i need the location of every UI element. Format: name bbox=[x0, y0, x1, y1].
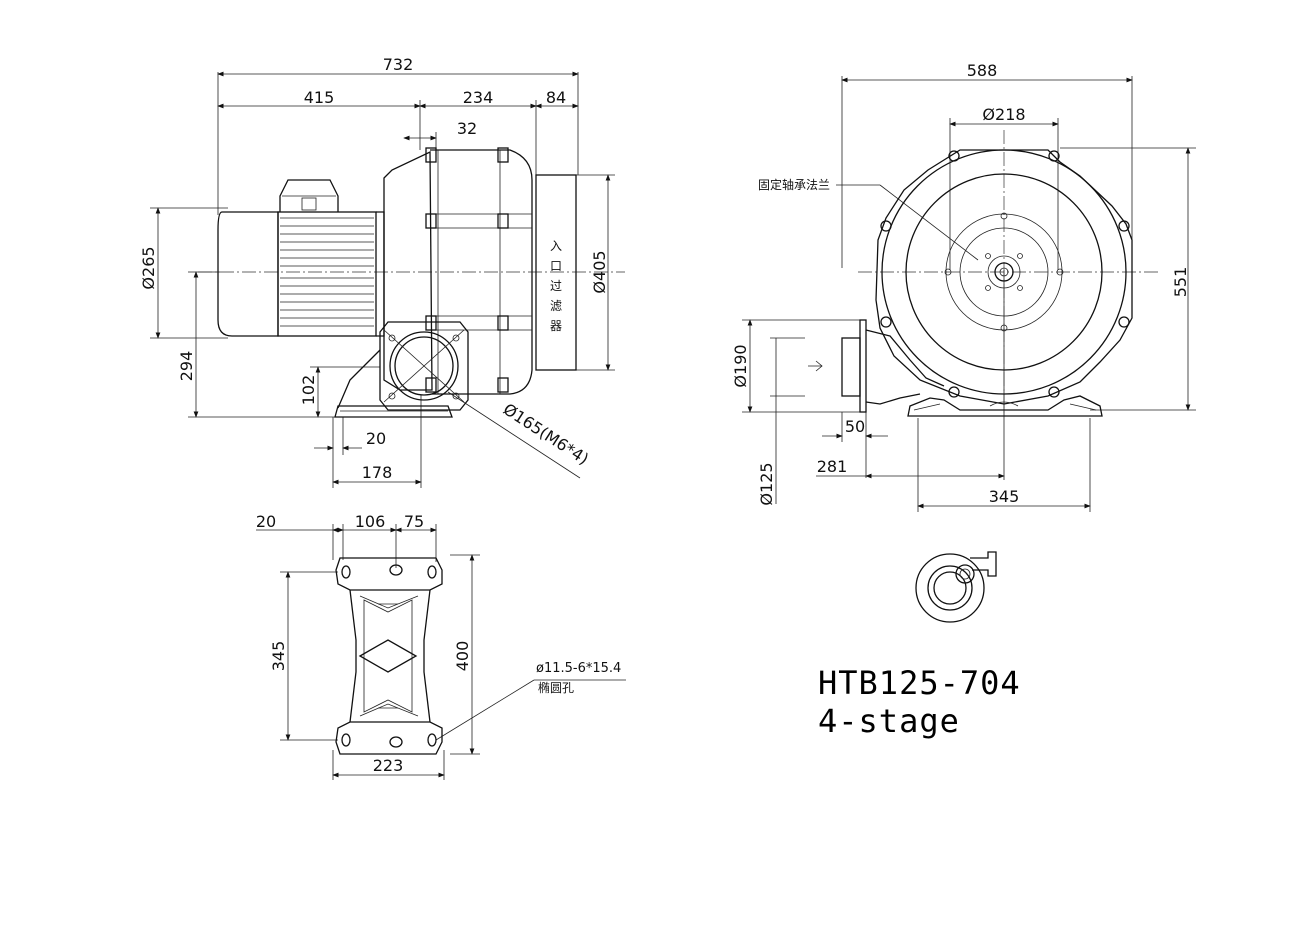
dim-223: 223 bbox=[373, 756, 404, 775]
model-name: HTB125-704 bbox=[818, 664, 1021, 702]
front-outlet bbox=[808, 319, 945, 413]
dim-234: 234 bbox=[463, 88, 494, 107]
filter-label-1: 入 bbox=[550, 239, 562, 253]
side-foot bbox=[334, 349, 453, 418]
dim-281: 281 bbox=[817, 457, 848, 476]
filter-label-3: 过 bbox=[550, 279, 562, 293]
filter-label-5: 器 bbox=[550, 319, 562, 333]
dim-84: 84 bbox=[546, 88, 566, 107]
dim-20-side: 20 bbox=[366, 429, 386, 448]
dim-20-base: 20 bbox=[256, 512, 276, 531]
model-stage: 4-stage bbox=[818, 702, 960, 740]
dim-190: Ø190 bbox=[731, 344, 750, 387]
motor-fins bbox=[280, 217, 374, 327]
bearing-flange-note: 固定轴承法兰 bbox=[758, 177, 830, 192]
front-casing bbox=[875, 149, 1133, 405]
inlet-filter: 入 口 过 滤 器 bbox=[535, 174, 577, 371]
small-blower-icon bbox=[915, 551, 997, 623]
front-base bbox=[907, 395, 1103, 417]
base-view-dimensions: 20 106 75 345 400 223 ø11.5-6*15.4 椭圆孔 bbox=[256, 512, 626, 780]
dim-32: 32 bbox=[457, 119, 477, 138]
dim-218: Ø218 bbox=[982, 105, 1025, 124]
dim-400: 400 bbox=[453, 641, 472, 672]
dim-294: 294 bbox=[177, 351, 196, 382]
dim-345-base: 345 bbox=[269, 641, 288, 672]
outlet-flange bbox=[379, 321, 469, 411]
dim-75: 75 bbox=[404, 512, 424, 531]
blower-housing bbox=[383, 147, 533, 395]
dim-50: 50 bbox=[845, 417, 865, 436]
side-view-dimensions: 732 415 234 84 32 Ø265 294 bbox=[139, 55, 615, 488]
dim-178: 178 bbox=[362, 463, 393, 482]
motor bbox=[217, 179, 385, 337]
dim-106: 106 bbox=[355, 512, 386, 531]
inlet-mesh bbox=[905, 173, 1103, 371]
side-view: 732 415 234 84 32 Ø265 294 bbox=[139, 55, 625, 488]
dim-125: Ø125 bbox=[757, 462, 776, 505]
hole-type-note: 椭圆孔 bbox=[538, 680, 574, 695]
dim-265: Ø265 bbox=[139, 246, 158, 289]
front-view: 588 Ø218 551 Ø190 50 281 bbox=[731, 61, 1196, 740]
filter-label-4: 滤 bbox=[550, 299, 562, 313]
dim-165-flange: Ø165(M6*4) bbox=[500, 399, 592, 468]
dim-551: 551 bbox=[1171, 267, 1190, 298]
dim-102: 102 bbox=[299, 375, 318, 406]
dim-732: 732 bbox=[383, 55, 414, 74]
dim-588: 588 bbox=[967, 61, 998, 80]
dim-345-front: 345 bbox=[989, 487, 1020, 506]
front-view-dimensions: 588 Ø218 551 Ø190 50 281 bbox=[731, 61, 1196, 512]
base-plate bbox=[335, 557, 443, 755]
base-view: 20 106 75 345 400 223 ø11.5-6*15.4 椭圆孔 bbox=[256, 512, 626, 780]
filter-label-2: 口 bbox=[550, 259, 562, 273]
dim-415: 415 bbox=[304, 88, 335, 107]
hole-spec: ø11.5-6*15.4 bbox=[536, 661, 621, 676]
